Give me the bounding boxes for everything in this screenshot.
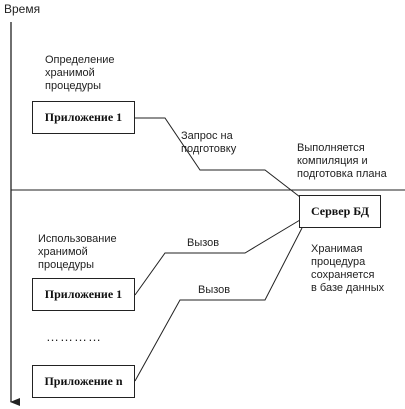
call-n-label: Вызов xyxy=(198,284,231,296)
db-server-label: Сервер БД xyxy=(310,204,370,218)
app1-bottom-box: Приложение 1 xyxy=(32,278,135,311)
prepare-request-note: Запрос на подготовку xyxy=(181,130,237,155)
connector-call-1 xyxy=(134,219,301,296)
app1-top-box: Приложение 1 xyxy=(32,101,135,134)
connector-prepare-request xyxy=(135,117,301,198)
connector-call-n xyxy=(134,227,303,382)
ellipsis: ………… xyxy=(46,329,102,344)
call-1-label: Вызов xyxy=(187,237,220,249)
app1-top-label: Приложение 1 xyxy=(44,110,123,124)
server-work-note: Выполняется компиляция и подготовка план… xyxy=(297,142,387,180)
stored-note: Хранимая процедура сохраняется в базе да… xyxy=(311,243,385,294)
usage-note: Использование хранимой процедуры xyxy=(38,233,117,271)
app1-bottom-label: Приложение 1 xyxy=(44,287,123,301)
appn-label: Приложение n xyxy=(44,374,123,388)
appn-box: Приложение n xyxy=(32,365,135,398)
db-server-box: Сервер БД xyxy=(299,195,381,228)
time-axis-label: Время xyxy=(4,2,41,16)
definition-note: Определение хранимой процедуры xyxy=(45,54,115,92)
